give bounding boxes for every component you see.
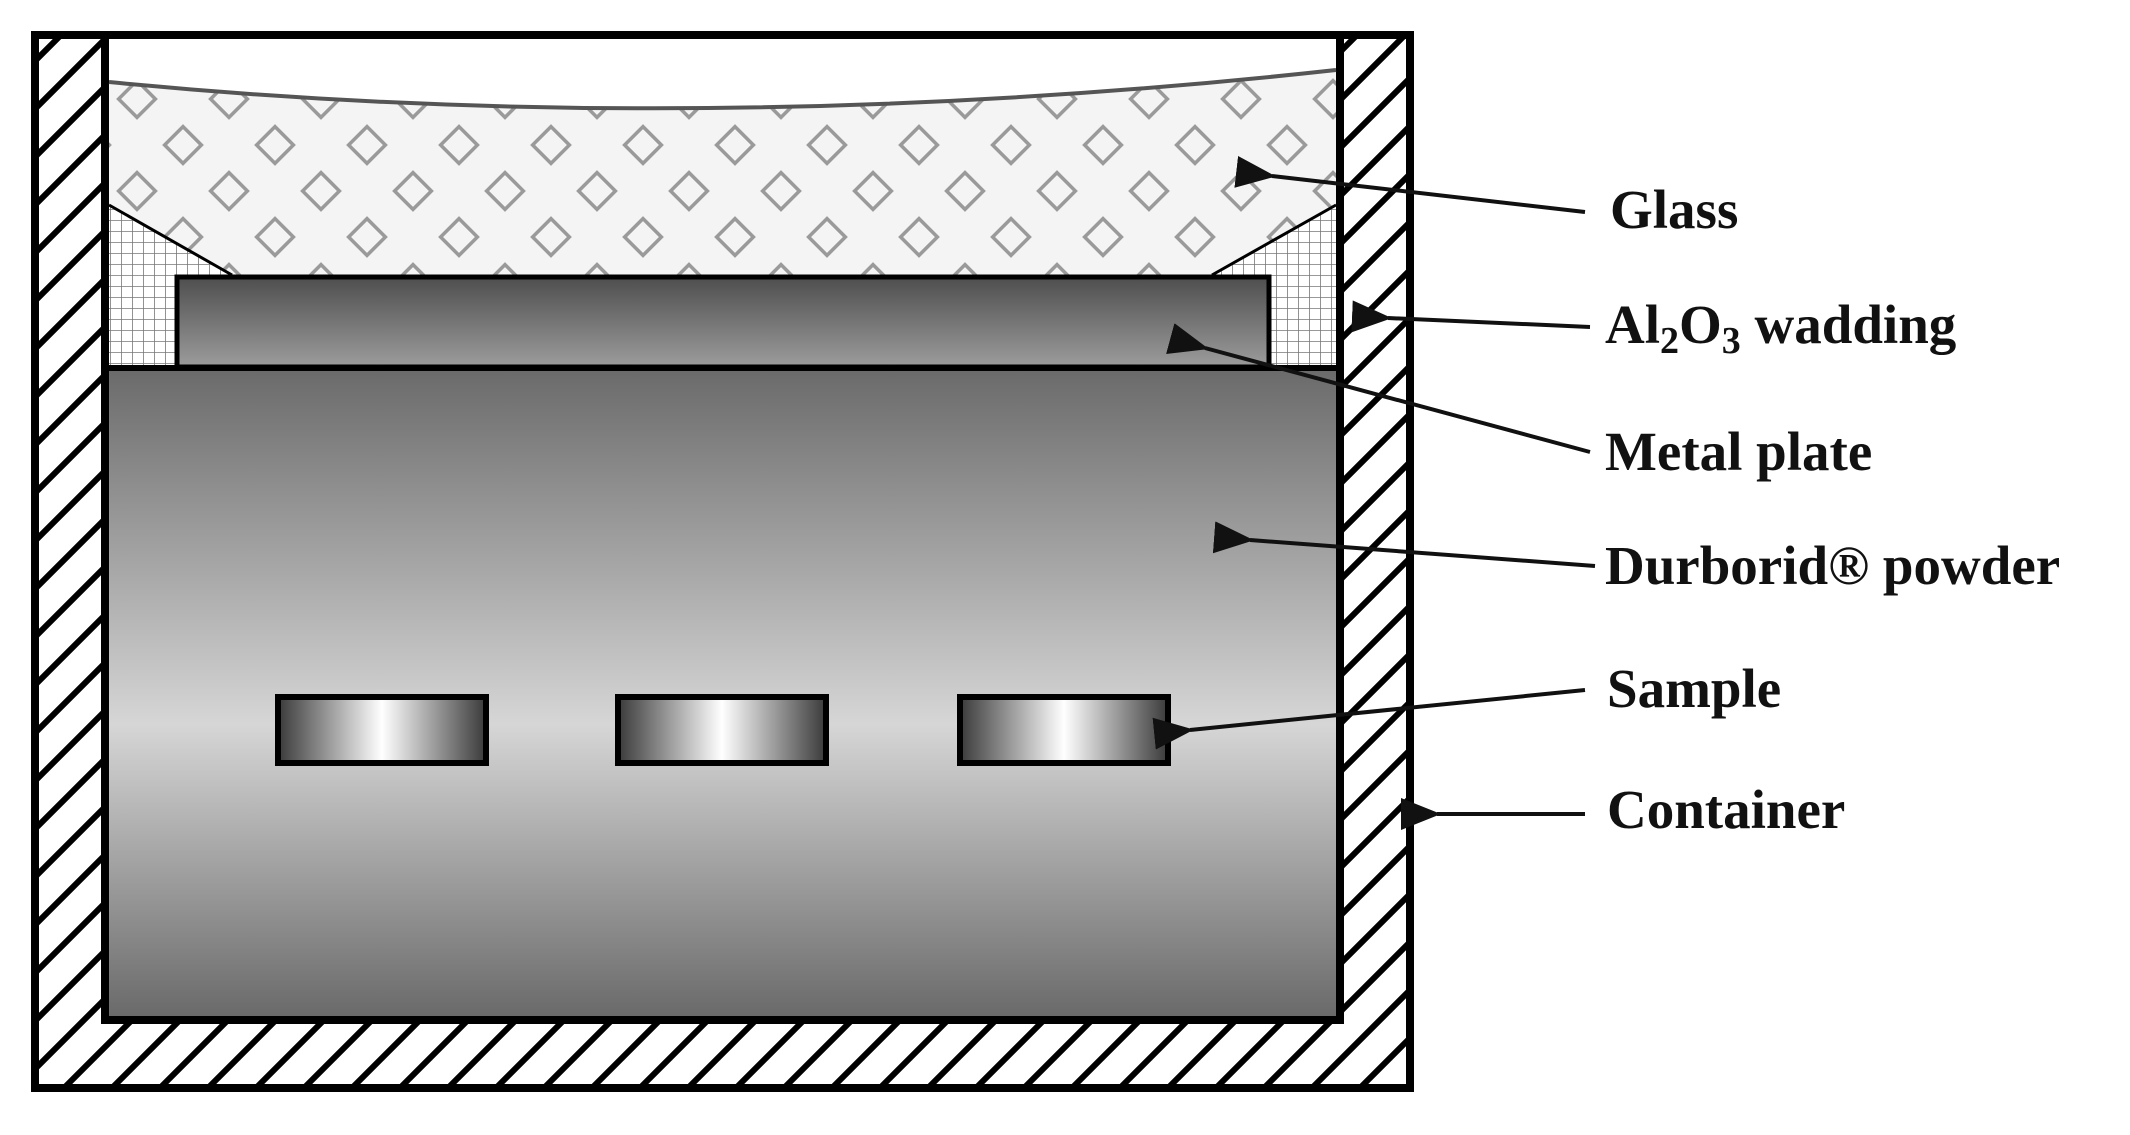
glass-surface-line (108, 68, 1337, 111)
label-durborid-powder: Durborid® powder (1605, 535, 2060, 596)
arrow-al2o3-line (1351, 300, 1591, 333)
label-container: Container (1607, 779, 1845, 840)
labels: Glass Al2O3 wadding Metal plate Durborid… (1605, 179, 2060, 840)
label-metal-plate: Metal plate (1605, 421, 1872, 482)
label-sample: Sample (1607, 658, 1781, 719)
arrow-glass-line (1234, 155, 1586, 214)
metal-plate (174, 274, 1272, 370)
glass-layer (109, 70, 1336, 275)
sample-2 (615, 694, 829, 766)
arrow-sample-line (1152, 688, 1586, 750)
sample-1 (275, 694, 489, 766)
arrow-metal-plate-line (1166, 323, 1591, 454)
al2o3-wadding-left (109, 205, 232, 365)
al2o3-wadding-right (1212, 205, 1336, 365)
label-al2o3-wadding: Al2O3 wadding (1605, 294, 1956, 362)
arrow-powder-line (1212, 521, 1596, 568)
durborid-powder (109, 368, 1336, 1016)
leader-arrows (1152, 155, 1596, 830)
label-glass: Glass (1610, 179, 1738, 240)
samples (275, 694, 1171, 766)
sample-3 (957, 694, 1171, 766)
